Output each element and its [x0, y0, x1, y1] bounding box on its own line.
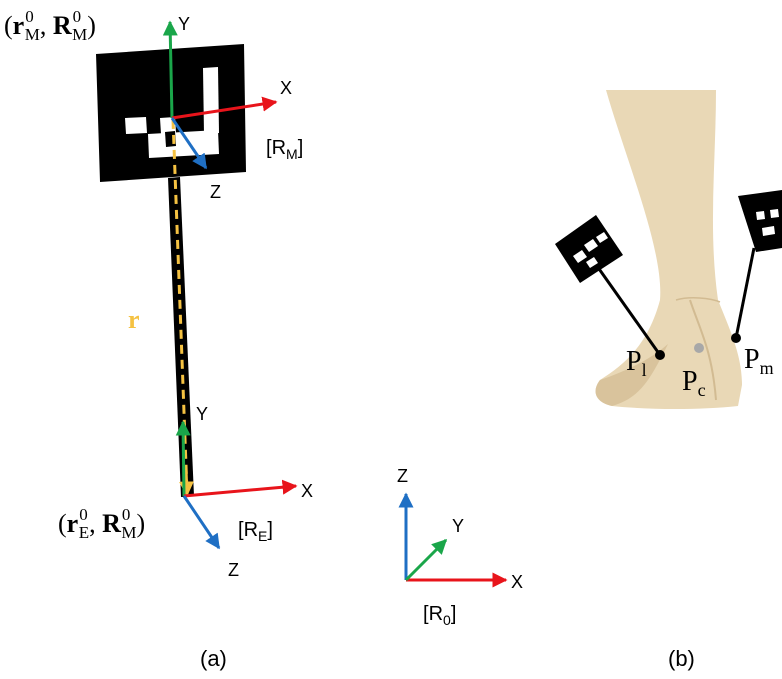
lateral-stick: [595, 265, 662, 356]
foot-illustration: [595, 90, 742, 409]
marker-frame: [162, 20, 278, 170]
end-frame: [175, 420, 298, 550]
vector-r-label: r: [128, 305, 140, 334]
end-frame-name: [RE]: [238, 519, 273, 544]
world-frame: [398, 492, 508, 588]
end-y-axis: [175, 420, 191, 497]
marker-frame-name: [RM]: [266, 137, 303, 162]
world-z-label: Z: [397, 466, 408, 486]
end-z-label: Z: [228, 560, 239, 580]
vector-r-line: [171, 119, 189, 493]
panel-b: Pl Pc Pm (b): [555, 90, 782, 671]
end-y-label: Y: [196, 404, 208, 424]
medial-stick: [734, 247, 756, 339]
point-lateral: [655, 350, 665, 360]
point-medial: [731, 333, 741, 343]
point-medial-label: Pm: [744, 344, 774, 378]
end-z-axis: [182, 495, 221, 550]
marker-y-axis: [162, 20, 178, 119]
vector-r-arrow: [178, 469, 194, 497]
marker-y-label: Y: [178, 14, 190, 34]
world-x-label: X: [511, 572, 523, 592]
end-x-label: X: [301, 481, 313, 501]
marker-z-axis: [170, 117, 208, 170]
point-center: [694, 343, 704, 353]
marker-x-label: X: [280, 78, 292, 98]
point-center-label: Pc: [682, 366, 706, 400]
world-frame-name: [R0]: [423, 603, 456, 628]
medial-marker: [738, 190, 782, 252]
end-x-axis: [183, 479, 298, 498]
marker-x-axis: [171, 96, 278, 120]
caption-a: (a): [200, 646, 227, 671]
world-y-axis: [404, 538, 448, 582]
lateral-marker: [555, 215, 623, 283]
marker-z-label: Z: [210, 182, 221, 202]
caption-b: (b): [668, 646, 695, 671]
point-lateral-label: Pl: [626, 346, 647, 380]
world-y-label: Y: [452, 516, 464, 536]
